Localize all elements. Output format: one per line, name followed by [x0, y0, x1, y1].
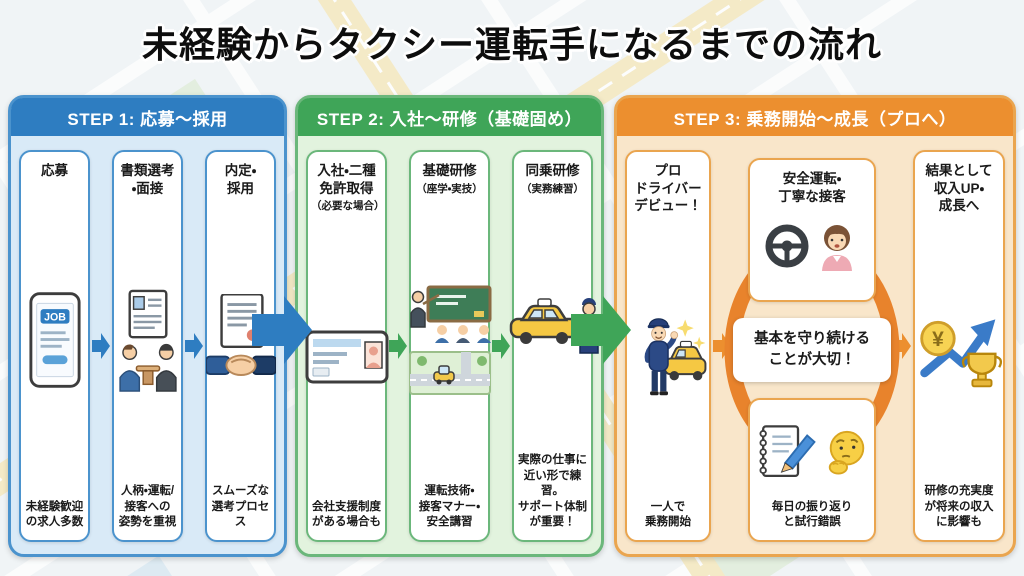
card-daily-review-caption: 毎日の振り返り と試行錯誤 — [771, 500, 853, 529]
card-daily-review: 毎日の振り返り と試行錯誤 — [748, 398, 876, 542]
arrow-right-icon — [183, 150, 205, 542]
step1-header-label: STEP 1: 応募〜採用 — [67, 109, 228, 129]
card-offer-hired: 内定・ 採用 スムーズな 選考プロセス — [205, 150, 276, 542]
card-license-caption: 会社支援制度 がある場合も — [312, 500, 381, 529]
card-offer-title: 内定・ 採用 — [224, 163, 257, 196]
step3-panel: STEP 3: 乗務開始〜成長（プロへ） プロ ドライバー デビュー！ — [614, 95, 1016, 557]
notebook-pen-icon — [754, 422, 820, 487]
card-apply-title: 応募 — [41, 163, 68, 178]
card-ride-training-subtitle: （実務練習） — [521, 182, 584, 195]
card-safe-driving-title: 安全運転・ 丁寧な接客 — [778, 171, 846, 204]
card-basic-training-title: 基礎研修 — [422, 163, 477, 178]
card-pro-debut-caption: 一人で 乗務開始 — [645, 500, 691, 529]
card-safe-driving: 安全運転・ 丁寧な接客 — [748, 158, 876, 302]
arrow-right-icon — [387, 150, 409, 542]
step3-body: プロ ドライバー デビュー！ — [617, 136, 1013, 554]
card-ride-training-caption: 実際の仕事に 近い形で練習。 サポート体制 が重要！ — [518, 454, 587, 529]
daily-review-icons — [754, 410, 870, 500]
interview-icon — [115, 197, 181, 484]
license-icon — [305, 213, 389, 500]
card-basic-training-subtitle: （座学・実技） — [416, 182, 483, 195]
step2-panel: STEP 2: 入社〜研修（基礎固め） 入社・二種 免許取得 （必要な場合） — [295, 95, 604, 557]
step2-body: 入社・二種 免許取得 （必要な場合） 会社支援制度 がある場合も — [298, 136, 601, 554]
card-license-title: 入社・二種 免許取得 — [317, 163, 376, 196]
safe-driving-icons — [764, 205, 860, 291]
step3-header-label: STEP 3: 乗務開始〜成長（プロへ） — [673, 109, 957, 129]
svg-text:¥: ¥ — [932, 328, 944, 351]
arrow-right-icon — [90, 150, 112, 542]
taxi-driver-icon — [629, 215, 707, 500]
card-apply: 応募 JOB 未経験歓迎 の求人多数 — [19, 150, 90, 542]
card-screening-title: 書類選考 ・面接 — [120, 163, 175, 196]
card-income-growth: 結果として 収入UP・ 成長へ ¥ 研修の充実度 が将来の収入 に影響も — [913, 150, 1005, 542]
thinking-face-icon — [824, 427, 870, 482]
card-income-growth-caption: 研修の充実度 が将来の収入 に影響も — [924, 485, 994, 529]
step1-panel: STEP 1: 応募〜採用 応募 JOB 未経 — [8, 95, 287, 557]
card-license-subtitle: （必要な場合） — [311, 200, 385, 213]
card-income-growth-title: 結果として 収入UP・ 成長へ — [925, 163, 993, 214]
income-up-icon: ¥ — [915, 215, 1003, 485]
cycle-center-note: 基本を守り続ける ことが大切！ — [733, 318, 891, 383]
arrow-right-icon — [490, 150, 512, 542]
growth-cycle: 安全運転・ 丁寧な接客 — [724, 150, 900, 542]
step3-header: STEP 3: 乗務開始〜成長（プロへ） — [617, 98, 1013, 136]
job-phone-icon: JOB — [28, 180, 82, 500]
card-screening-interview: 書類選考 ・面接 — [112, 150, 183, 542]
card-screening-caption: 人柄・運転/ 接客への 姿勢を重視 — [118, 485, 177, 529]
step2-header: STEP 2: 入社〜研修（基礎固め） — [298, 98, 601, 136]
card-ride-training-title: 同乗研修 — [525, 163, 580, 178]
page-title: 未経験からタクシー運転手になるまでの流れ — [141, 24, 882, 65]
card-pro-debut-title: プロ ドライバー デビュー！ — [634, 163, 702, 214]
card-basic-training-caption: 運転技術・ 接客マナー・ 安全講習 — [418, 485, 481, 529]
card-ride-training: 同乗研修 （実務練習） 実際の仕 — [509, 150, 599, 542]
step1-body: 応募 JOB 未経験歓迎 の求人多数 — [11, 136, 284, 554]
card-basic-training: 基礎研修 （座学・実技） — [408, 150, 492, 542]
card-offer-caption: スムーズな 選考プロセス — [211, 485, 270, 529]
step2-header-label: STEP 2: 入社〜研修（基礎固め） — [316, 109, 583, 129]
svg-text:JOB: JOB — [44, 311, 66, 323]
steering-wheel-icon — [764, 223, 810, 274]
card-license: 入社・二種 免許取得 （必要な場合） 会社支援制度 がある場合も — [305, 150, 389, 542]
card-pro-debut: プロ ドライバー デビュー！ — [625, 150, 711, 542]
arrow-step1-step2-icon — [252, 296, 312, 364]
card-apply-caption: 未経験歓迎 の求人多数 — [25, 500, 84, 529]
step1-header: STEP 1: 応募〜採用 — [11, 98, 284, 136]
passenger-icon — [814, 221, 860, 276]
arrow-step2-step3-icon — [571, 296, 631, 364]
arrow-right-icon — [891, 150, 913, 542]
classroom-course-icon — [408, 196, 492, 485]
